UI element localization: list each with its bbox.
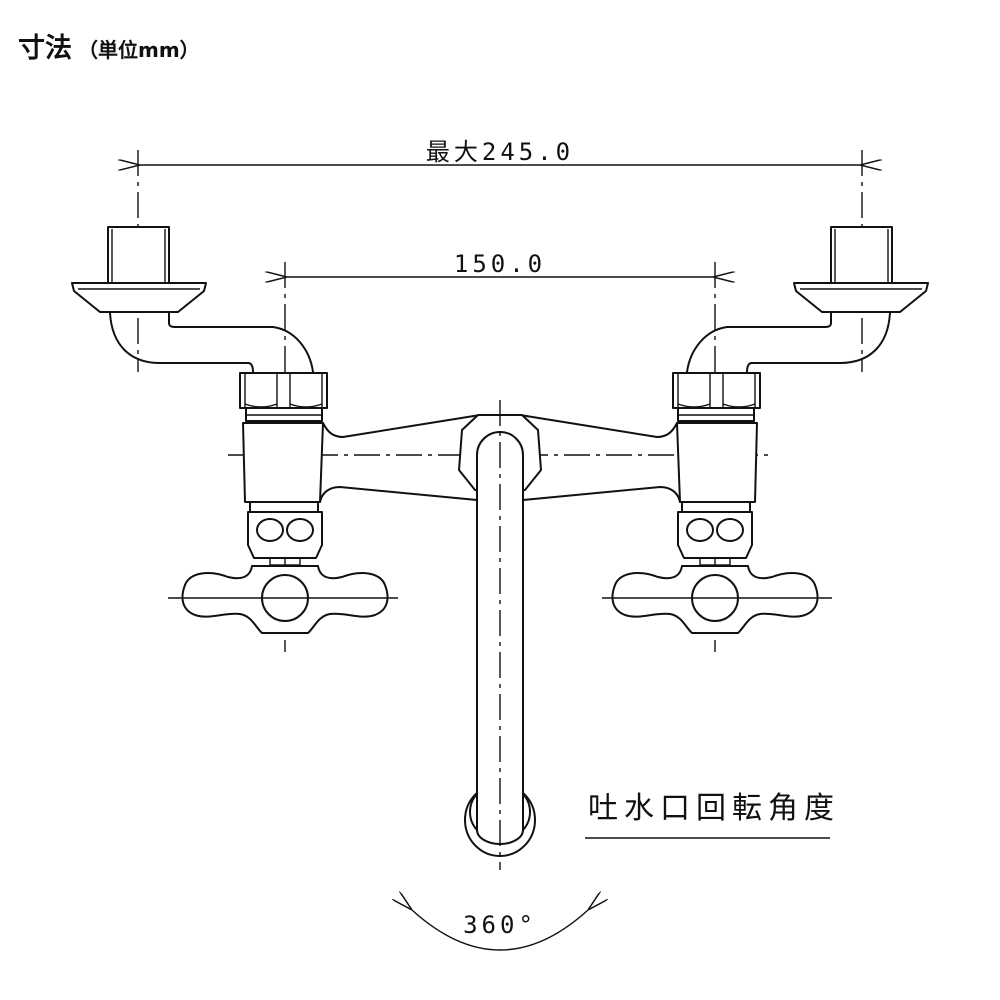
spout [476,431,524,845]
page-title: 寸法（単位mm） [18,26,200,65]
valve-spacing-label: 150.0 [454,250,546,278]
left-valve-assembly [71,149,481,653]
spout-rotation-label: 吐水口回転角度 [588,791,840,826]
unit-text: （単位mm） [78,38,200,62]
rotation-angle-label: 360° [463,911,537,939]
rotation-arrow-icon [412,910,588,951]
right-valve-assembly [519,149,929,653]
title-text: 寸法 [18,33,72,64]
overall-width-label: 最大245.0 [426,138,574,166]
